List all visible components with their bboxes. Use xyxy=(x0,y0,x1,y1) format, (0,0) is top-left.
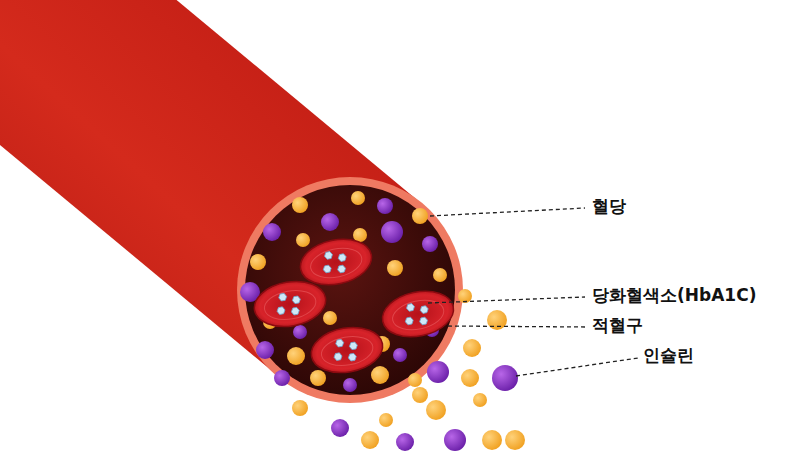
glucose-hexagon xyxy=(335,339,344,347)
glucose-dot xyxy=(361,431,379,449)
glucose-dot xyxy=(292,400,308,416)
glucose-dot xyxy=(412,208,428,224)
red-blood-cells xyxy=(251,233,458,378)
glucose-dot xyxy=(292,197,308,213)
insulin-dot xyxy=(381,221,403,243)
glucose-dot xyxy=(458,289,472,303)
glucose-hexagon xyxy=(278,293,287,301)
glucose-hexagon xyxy=(333,353,342,361)
insulin-dot xyxy=(293,325,307,339)
glucose-dot xyxy=(287,347,305,365)
cell-body xyxy=(378,285,458,343)
cell-dimple xyxy=(262,287,318,324)
insulin-dot xyxy=(263,223,281,241)
glucose-dot xyxy=(505,430,525,450)
glucose-dot xyxy=(433,268,447,282)
glucose-hexagon xyxy=(348,353,357,361)
glucose-hexagon xyxy=(337,265,346,274)
leader-line xyxy=(428,297,585,303)
insulin-dot xyxy=(422,236,438,252)
insulin-dot xyxy=(343,378,357,392)
glucose-hexagon xyxy=(292,296,301,304)
red-blood-cell-label: 적혈구 xyxy=(592,315,643,335)
glucose-dot xyxy=(408,373,422,387)
leader-line xyxy=(430,208,585,216)
insulin-dot xyxy=(256,341,274,359)
cell-dimple xyxy=(308,244,365,282)
insulin-dot xyxy=(393,348,407,362)
red-blood-cell xyxy=(251,276,330,332)
insulin-label: 인슐린 xyxy=(643,345,694,365)
insulin-dot xyxy=(427,361,449,383)
glucose-dot xyxy=(323,311,337,325)
glucose-dot xyxy=(371,366,389,384)
cell-body xyxy=(308,322,387,378)
insulin-dot xyxy=(444,429,466,451)
glucose-hexagon xyxy=(338,253,347,262)
glucose-dot xyxy=(351,191,365,205)
glucose-dot xyxy=(412,387,428,403)
red-blood-cell xyxy=(308,322,387,378)
glucose-hexagon xyxy=(419,317,428,326)
glucose-dot xyxy=(310,370,326,386)
red-blood-cell xyxy=(378,285,458,343)
glucose-dot xyxy=(379,413,393,427)
glucose-dot xyxy=(463,339,481,357)
glucose-dot xyxy=(426,400,446,420)
glucose-hexagon xyxy=(291,307,300,315)
insulin-dot xyxy=(396,433,414,451)
insulin-dot xyxy=(492,365,518,391)
glucose-hexagon xyxy=(420,305,429,314)
hba1c-label: 당화혈색소(HbA1C) xyxy=(592,285,756,305)
insulin-dot xyxy=(321,213,339,231)
cell-dimple xyxy=(390,296,447,334)
leader-line xyxy=(516,358,638,376)
spilled-particles xyxy=(292,289,525,451)
leader-line xyxy=(448,326,585,327)
insulin-dot xyxy=(377,198,393,214)
glucose-dot xyxy=(296,233,310,247)
cell-dimple xyxy=(319,333,375,370)
vessel-lumen xyxy=(245,185,455,395)
glucose-hexagon xyxy=(406,303,415,312)
insulin-dot xyxy=(274,370,290,386)
cell-body xyxy=(251,276,330,332)
glucose-dot xyxy=(353,228,367,242)
glucose-dot xyxy=(387,260,403,276)
insulin-dot xyxy=(331,419,349,437)
glucose-dot xyxy=(473,393,487,407)
glucose-hexagon xyxy=(349,342,358,350)
vessel-rim xyxy=(237,177,463,403)
glucose-hexagon xyxy=(324,251,333,260)
glucose-hexagon xyxy=(323,265,332,274)
blood-sugar-label: 혈당 xyxy=(592,196,626,216)
glucose-hexagon xyxy=(276,307,285,315)
glucose-dot xyxy=(461,369,479,387)
glucose-dot xyxy=(482,430,502,450)
glucose-hexagon xyxy=(405,317,414,326)
glucose-dot xyxy=(250,254,266,270)
